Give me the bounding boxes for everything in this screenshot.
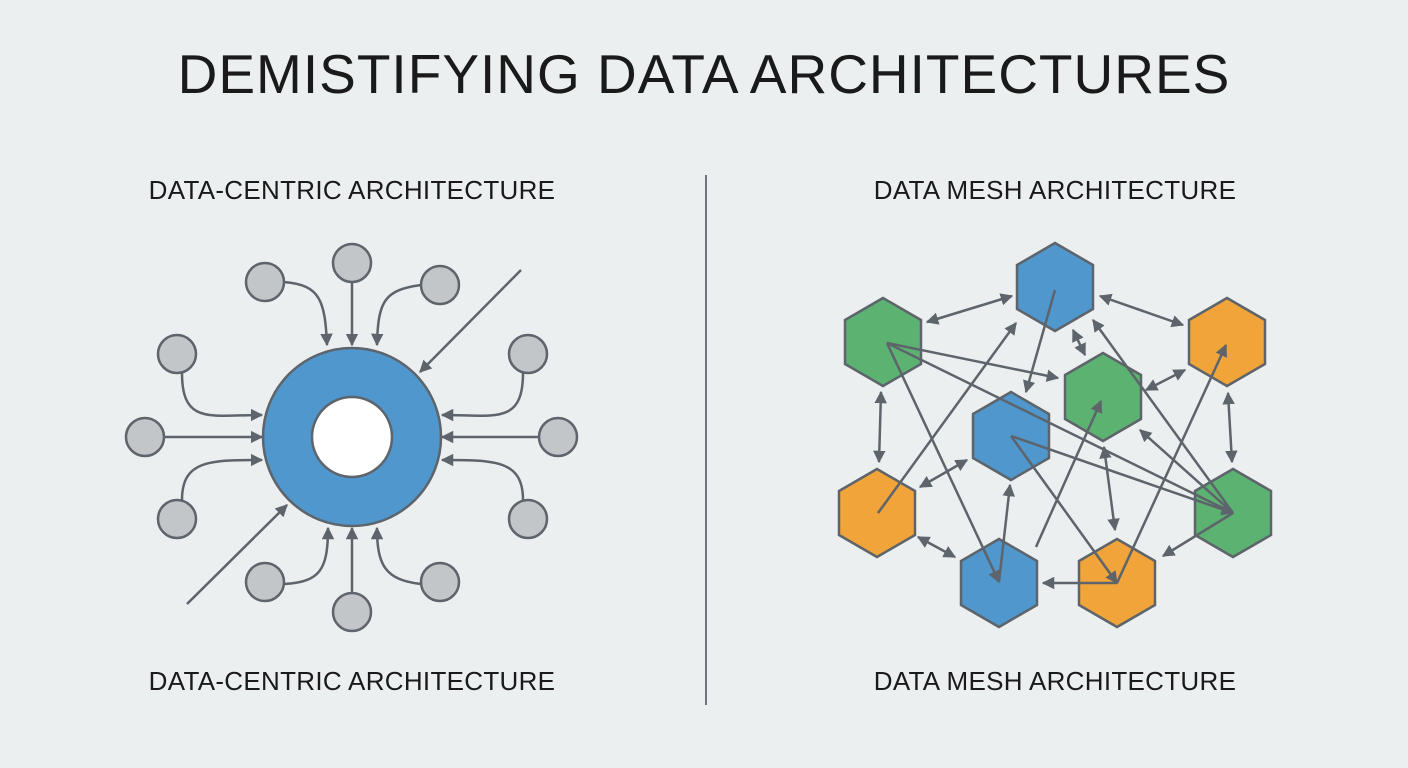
source-node bbox=[124, 416, 166, 458]
source-node bbox=[331, 242, 373, 284]
hub-core bbox=[310, 395, 394, 479]
domain-node-orange bbox=[1187, 296, 1267, 388]
source-node bbox=[156, 333, 198, 375]
page-title: DEMISTIFYING DATA ARCHITECTURES bbox=[177, 43, 1231, 105]
connector-arrows bbox=[164, 269, 539, 605]
domain-node-blue bbox=[1015, 241, 1095, 333]
source-node bbox=[507, 498, 549, 540]
data-centric-diagram bbox=[124, 242, 579, 633]
left-caption: DATA-CENTRIC ARCHITECTURE bbox=[148, 666, 556, 696]
domain-node-orange bbox=[837, 467, 917, 559]
source-node bbox=[244, 261, 286, 303]
domain-nodes bbox=[837, 241, 1273, 629]
right-heading: DATA MESH ARCHITECTURE bbox=[873, 175, 1237, 205]
right-caption: DATA MESH ARCHITECTURE bbox=[873, 666, 1237, 696]
domain-node-green bbox=[1063, 351, 1143, 443]
source-node bbox=[419, 264, 461, 306]
source-node bbox=[507, 333, 549, 375]
domain-node-green bbox=[843, 296, 923, 388]
source-node bbox=[156, 498, 198, 540]
mesh-connections bbox=[873, 289, 1238, 590]
center-divider bbox=[705, 175, 707, 705]
domain-node-blue bbox=[959, 537, 1039, 629]
source-nodes bbox=[124, 242, 579, 633]
source-node bbox=[331, 591, 373, 633]
source-node bbox=[537, 416, 579, 458]
source-node bbox=[419, 561, 461, 603]
left-heading: DATA-CENTRIC ARCHITECTURE bbox=[148, 175, 556, 205]
source-node bbox=[244, 561, 286, 603]
data-mesh-diagram bbox=[837, 241, 1273, 629]
